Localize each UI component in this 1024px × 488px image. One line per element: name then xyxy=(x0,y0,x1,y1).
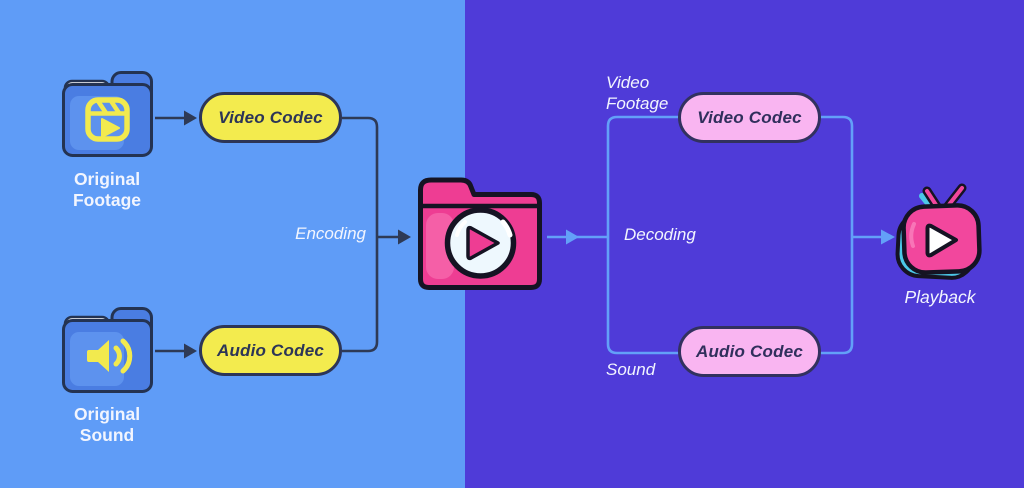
decode-video-codec-label: Video Codec xyxy=(697,107,802,127)
encoded-media-folder-icon xyxy=(417,177,545,291)
encode-audio-codec-label: Audio Codec xyxy=(216,340,325,360)
video-source-label: Original Footage xyxy=(72,169,142,210)
encode-video-codec-label: Video Codec xyxy=(218,107,323,127)
encode-audio-codec-node: Audio Codec xyxy=(199,325,342,376)
decoding-process-label: Decoding xyxy=(624,225,696,244)
decode-audio-codec-node: Audio Codec xyxy=(678,326,821,377)
encode-video-codec-node: Video Codec xyxy=(199,92,342,143)
tv-icon xyxy=(892,182,988,286)
audio-stream-label: Sound xyxy=(606,360,656,379)
video-folder-icon xyxy=(62,71,153,157)
encoding-process-label: Encoding xyxy=(295,224,366,243)
decode-video-codec-node: Video Codec xyxy=(678,92,821,143)
speaker-icon xyxy=(87,338,133,374)
play-icon xyxy=(925,223,958,258)
decode-audio-codec-label: Audio Codec xyxy=(695,341,804,361)
play-icon xyxy=(466,225,500,261)
playback-label: Playback xyxy=(904,287,976,307)
video-stream-label: Video Footage xyxy=(606,73,669,113)
audio-source-label: Original Sound xyxy=(73,404,141,445)
audio-folder-icon xyxy=(62,307,153,393)
reels-icon xyxy=(85,97,130,142)
